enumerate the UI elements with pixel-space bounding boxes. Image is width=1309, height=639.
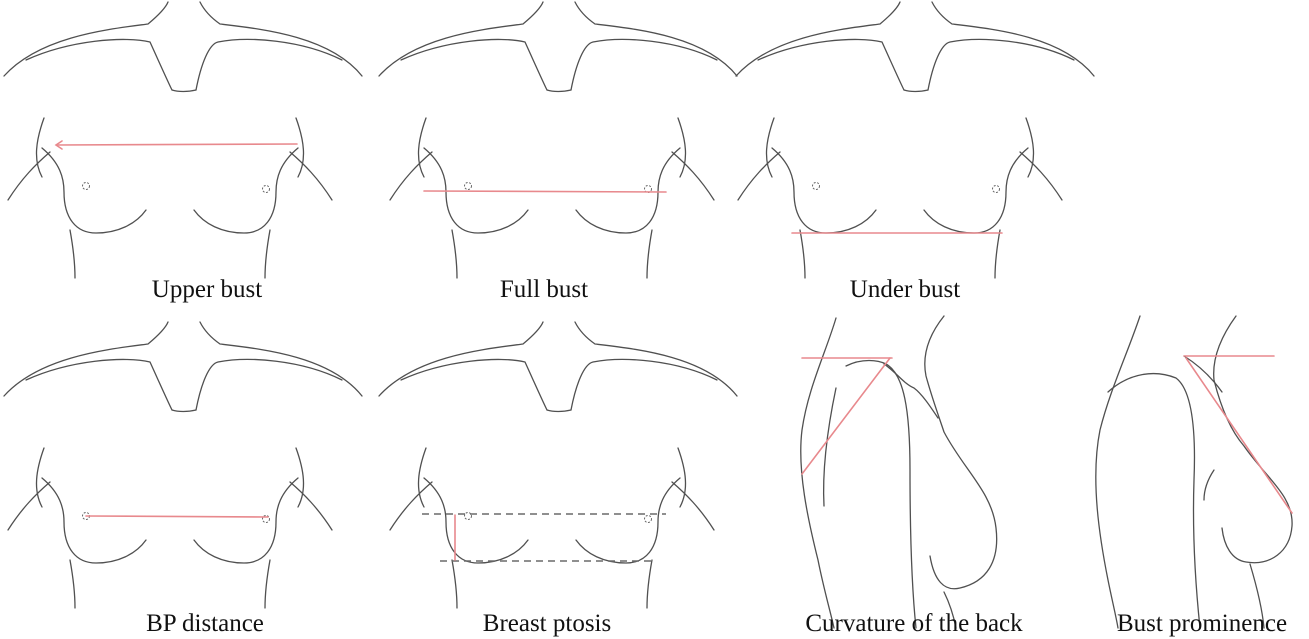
caption-full-bust: Full bust bbox=[500, 276, 588, 303]
panel-bp-distance: BP distance bbox=[4, 322, 362, 637]
caption-upper-bust: Upper bust bbox=[152, 276, 262, 303]
panel-upper-bust: Upper bust bbox=[4, 2, 362, 303]
upper-bust-line bbox=[57, 144, 297, 145]
caption-bust-prominence: Bust prominence bbox=[1117, 610, 1287, 637]
panel-breast-ptosis: Breast ptosis bbox=[379, 322, 737, 637]
caption-curvature-of-the-back: Curvature of the back bbox=[805, 610, 1023, 637]
caption-breast-ptosis: Breast ptosis bbox=[483, 610, 611, 637]
caption-under-bust: Under bust bbox=[850, 276, 960, 303]
prominence-diagonal-line bbox=[1186, 358, 1292, 513]
bp-distance-line bbox=[86, 516, 268, 517]
back-curvature-diagonal-line bbox=[802, 358, 890, 474]
panel-curvature-of-the-back: Curvature of the back bbox=[801, 316, 1023, 637]
panel-under-bust: Under bust bbox=[736, 2, 1094, 303]
panel-bust-prominence: Bust prominence bbox=[1096, 316, 1292, 637]
panel-full-bust: Full bust bbox=[379, 2, 737, 303]
caption-bp-distance: BP distance bbox=[146, 610, 264, 637]
full-bust-line bbox=[424, 191, 666, 192]
